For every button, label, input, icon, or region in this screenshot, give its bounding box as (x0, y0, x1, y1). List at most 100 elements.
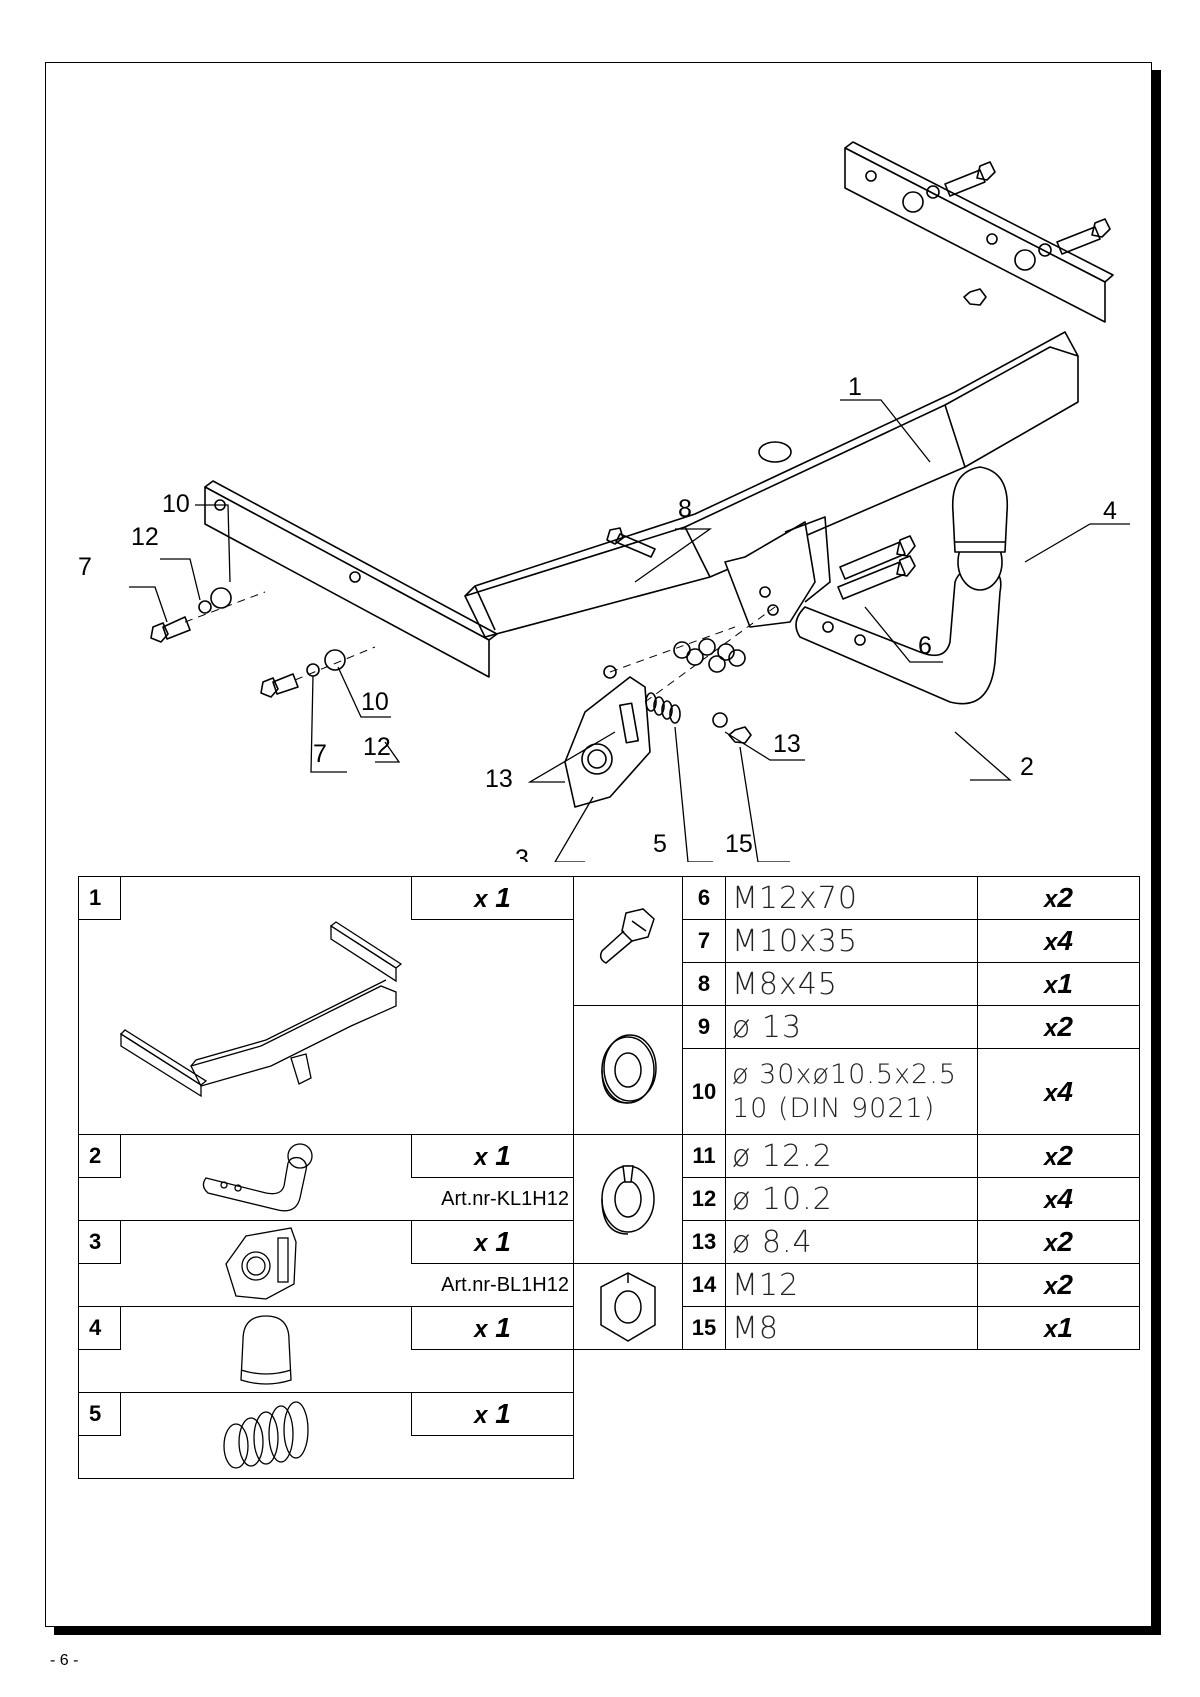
part-7-qty: 4 (1057, 925, 1073, 956)
callout-1: 1 (848, 373, 862, 401)
part-5-number: 5 (78, 1392, 121, 1436)
bolt-icon (599, 908, 655, 964)
part-11-qty-prefix: x (1044, 1144, 1058, 1171)
part-7-quantity: x4 (977, 919, 1140, 963)
part-11-qty: 2 (1057, 1140, 1073, 1171)
spring-thumbnail-icon (223, 1400, 309, 1469)
part-3-qty-prefix: x (474, 1230, 488, 1257)
part-14-number: 14 (682, 1263, 726, 1307)
part-10-qty: 4 (1057, 1075, 1073, 1107)
part-7-qty-prefix: x (1044, 929, 1058, 956)
part-14-qty: 2 (1057, 1269, 1073, 1300)
part-1-spacer-right-4 (411, 1048, 574, 1135)
callout-10b: 10 (361, 688, 389, 716)
part-7-number: 7 (682, 919, 726, 963)
parts-table: 1 x 1 (78, 876, 1140, 1479)
part-9-spec: ø 13 (725, 1005, 978, 1049)
tow-ball-arm-thumbnail-icon (202, 1142, 313, 1211)
part-5-qty: 1 (495, 1398, 511, 1429)
part-13-qty-prefix: x (1044, 1230, 1058, 1257)
part-12-number: 12 (682, 1177, 726, 1221)
page-number: - 6 - (50, 1652, 79, 1669)
part-11-spec: ø 12.2 (725, 1134, 978, 1178)
part-14-qty-prefix: x (1044, 1273, 1058, 1300)
part-4-image-cell (120, 1306, 412, 1393)
part-1-spacer-2 (78, 962, 121, 1006)
crossbar-thumbnail-icon (119, 920, 403, 1097)
bolt-image-cell (573, 876, 683, 1006)
part-9-number: 9 (682, 1005, 726, 1049)
callout-12a: 12 (131, 523, 159, 551)
part-7-spec: M10x35 (725, 919, 978, 963)
part-2-qty-prefix: x (474, 1144, 488, 1171)
part-3-quantity: x 1 (411, 1220, 574, 1264)
part-15-qty: 1 (1057, 1312, 1073, 1343)
spring-washer-icon (601, 1165, 655, 1235)
flat-washer-icon (601, 1034, 657, 1104)
part-4-qty-prefix: x (474, 1316, 488, 1343)
callout-6: 6 (918, 632, 932, 660)
part-3-number: 3 (78, 1220, 121, 1264)
part-2-image-cell (120, 1134, 412, 1221)
part-13-qty: 2 (1057, 1226, 1073, 1257)
part-8-qty-prefix: x (1044, 972, 1058, 999)
part-1-qty: 1 (495, 882, 511, 913)
part-1-number: 1 (78, 876, 121, 920)
callout-7b: 7 (313, 740, 327, 768)
crossbar-tube (464, 346, 1079, 638)
part-6-qty: 2 (1057, 882, 1073, 913)
part-12-quantity: x4 (977, 1177, 1140, 1221)
part-10-spec-line-1: ø 30xø10.5x2.5 (732, 1058, 957, 1090)
spring-washer-image-cell (573, 1134, 683, 1264)
part-3-image-cell (120, 1220, 412, 1307)
part-9-quantity: x2 (977, 1005, 1140, 1049)
part-3-qty: 1 (495, 1226, 511, 1257)
callout-13a: 13 (485, 765, 513, 793)
nut-image-cell (573, 1263, 683, 1350)
part-10-number: 10 (682, 1048, 726, 1135)
part-12-spec: ø 10.2 (725, 1177, 978, 1221)
part-1-qty-prefix: x (474, 886, 488, 913)
part-1-spacer-4 (78, 1048, 121, 1135)
washer-image-cell (573, 1005, 683, 1135)
part-4-spacer-right (411, 1349, 574, 1393)
part-3-spacer (78, 1263, 121, 1307)
part-15-spec: M8 (725, 1306, 978, 1350)
exploded-assembly-drawing: 1 4 2 10 12 7 8 6 10 12 7 13 13 3 5 15 (78, 141, 1130, 862)
callout-13b: 13 (773, 730, 801, 758)
part-5-spacer-right (411, 1435, 574, 1479)
part-1-image-cell (119, 876, 412, 1135)
callout-4: 4 (1103, 497, 1117, 525)
ball-cap-thumbnail-icon (240, 1314, 292, 1385)
part-11-quantity: x2 (977, 1134, 1140, 1178)
part-1-spacer-right-3 (411, 1005, 574, 1049)
part-15-qty-prefix: x (1044, 1316, 1058, 1343)
part-2-article-number: Art.nr-KL1H12 (411, 1177, 574, 1221)
part-6-qty-prefix: x (1044, 886, 1058, 913)
part-1-spacer-right (411, 919, 574, 963)
part-14-quantity: x2 (977, 1263, 1140, 1307)
part-8-number: 8 (682, 962, 726, 1006)
callout-2: 2 (1020, 753, 1034, 781)
part-1-spacer-right-2 (411, 962, 574, 1006)
part-6-number: 6 (682, 876, 726, 920)
right-empty-2 (574, 1436, 1140, 1479)
callout-7a: 7 (78, 553, 92, 581)
part-8-qty: 1 (1057, 968, 1073, 999)
part-1-quantity: x 1 (411, 876, 574, 920)
part-9-qty-prefix: x (1044, 1015, 1058, 1042)
callout-12b: 12 (363, 733, 391, 761)
right-table-end (573, 1349, 1140, 1393)
right-side-bracket (844, 141, 1114, 283)
part-4-spacer (78, 1349, 121, 1393)
part-15-quantity: x1 (977, 1306, 1140, 1350)
part-3-article-number: Art.nr-BL1H12 (411, 1263, 574, 1307)
ball-cap (951, 466, 1009, 553)
part-2-quantity: x 1 (411, 1134, 574, 1178)
right-empty-1 (574, 1393, 1140, 1436)
callout-10a: 10 (162, 490, 190, 518)
part-2-spacer (78, 1177, 121, 1221)
part-13-number: 13 (682, 1220, 726, 1264)
part-2-number: 2 (78, 1134, 121, 1178)
part-6-spec: M12x70 (725, 876, 978, 920)
